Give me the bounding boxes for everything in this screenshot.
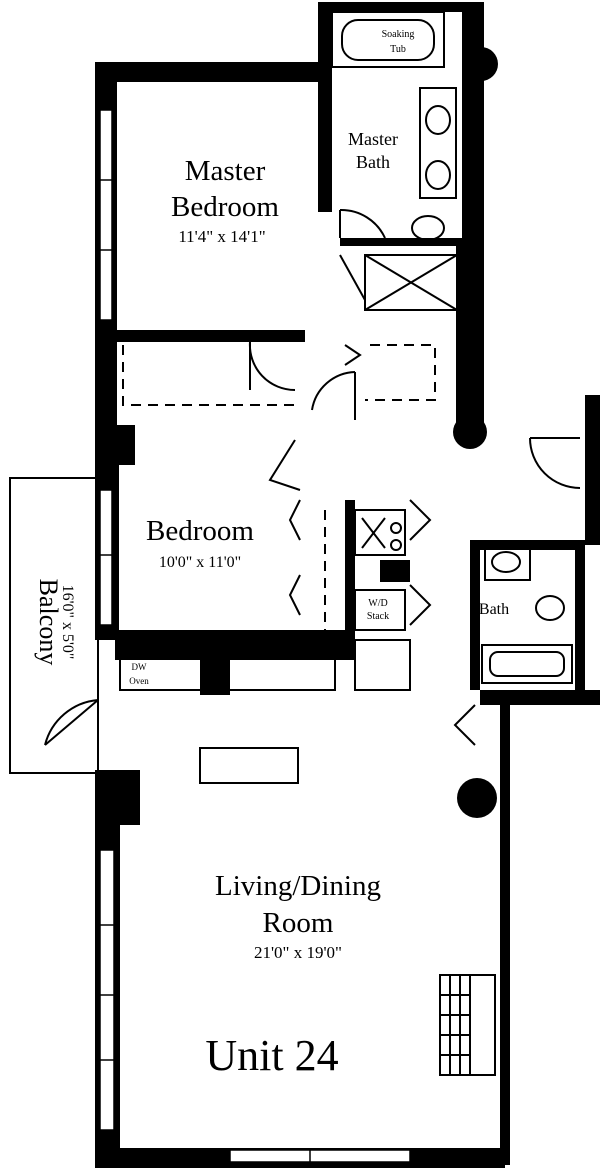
master-bedroom-label: Master [185, 155, 266, 187]
master-bath-label: Master [348, 129, 398, 149]
bath-label: Bath [479, 601, 509, 618]
wd-label-2: Stack [367, 611, 389, 622]
walls [95, 2, 600, 1168]
soaking-tub-label: Soaking [382, 29, 415, 40]
doors [248, 341, 581, 746]
closets [122, 344, 436, 630]
unit-label: Unit 24 [205, 1031, 338, 1080]
living-dining-label: Living/Dining [215, 870, 381, 902]
living-dining-label-2: Room [263, 907, 334, 939]
soaking-tub [331, 11, 445, 68]
master-bath-fixtures [339, 87, 458, 311]
windows [99, 109, 411, 1163]
balcony-label: Balcony [34, 579, 63, 666]
soaking-tub-label-2: Tub [390, 44, 406, 55]
master-bedroom-dims: 11'4" x 14'1" [178, 227, 265, 246]
dw-label-2: Oven [129, 676, 149, 686]
bedroom-dims: 10'0" x 11'0" [159, 554, 241, 571]
kitchen-fixtures [119, 509, 573, 1076]
wd-label: W/D [368, 598, 387, 609]
bedroom-label: Bedroom [146, 515, 254, 547]
dw-label: DW [132, 662, 147, 672]
master-bath-label-2: Bath [356, 152, 390, 172]
master-bedroom-label-2: Bedroom [171, 191, 279, 223]
balcony-dims: 16'0" x 5'0" [59, 585, 76, 660]
living-dining-dims: 21'0" x 19'0" [254, 943, 342, 962]
balcony [9, 477, 99, 774]
